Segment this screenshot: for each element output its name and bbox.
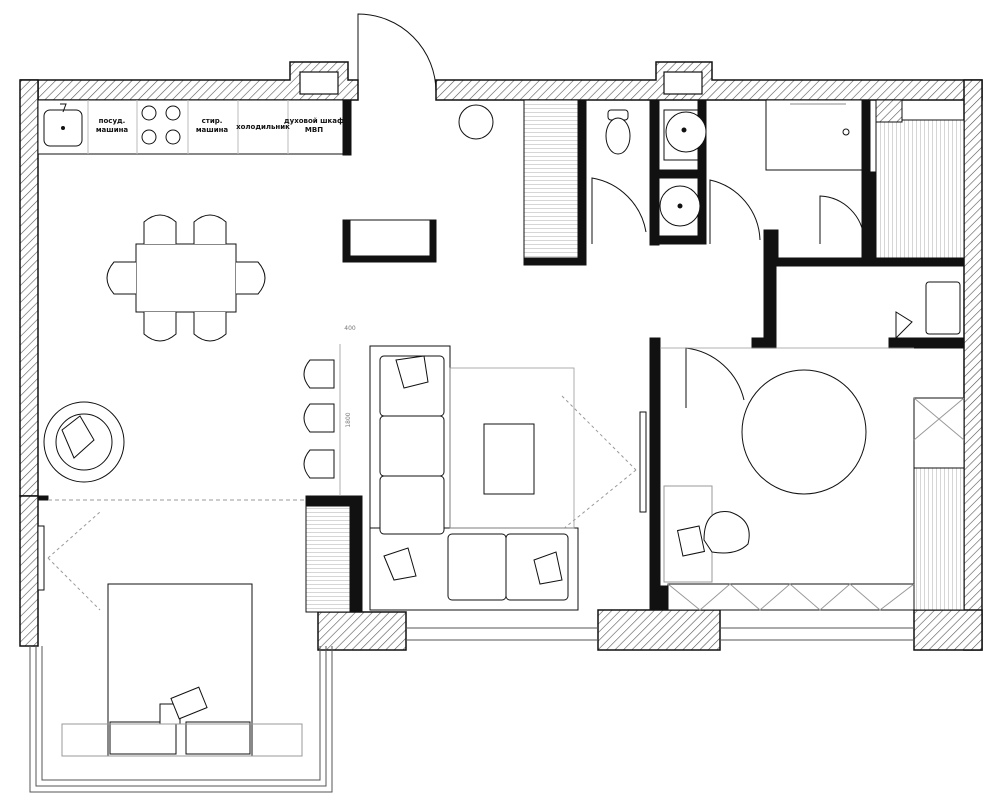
corner-sofa <box>369 345 579 611</box>
tv-left <box>37 525 45 591</box>
label-oven-1: духовой шкаф <box>284 117 344 125</box>
heater-tiles <box>875 99 903 123</box>
label-washer-2: машина <box>196 126 229 134</box>
cushion-icon <box>383 547 417 581</box>
window-lines <box>406 627 914 641</box>
bathroom-fixtures <box>605 99 863 227</box>
label-washer-1: стир. <box>202 117 223 125</box>
closet-slats <box>305 505 351 613</box>
cooktop-icon <box>141 105 181 145</box>
tv-panel <box>639 411 647 513</box>
cushion-icon <box>533 551 563 585</box>
window-shelf <box>667 583 915 611</box>
laundry-sink <box>925 281 961 335</box>
coffee-table <box>483 423 535 495</box>
wall-top-right <box>435 61 983 101</box>
wall-bottom-mid <box>597 609 721 651</box>
wall-left-lower <box>19 495 39 647</box>
kitchen: посуд. машина стир. машина холодильник д… <box>37 99 344 155</box>
pillow <box>185 721 251 755</box>
balcony-rail <box>29 646 333 793</box>
cushion-icon <box>395 355 429 389</box>
wall-right <box>963 79 983 651</box>
wall-bottom-right <box>913 609 983 651</box>
kitchen-counter <box>37 99 344 155</box>
wardrobe-slats <box>523 99 579 259</box>
pillow <box>109 721 177 755</box>
cushion-icon <box>170 686 208 720</box>
label-dishwasher-1: посуд. <box>99 117 126 125</box>
nightstand-shelf <box>61 723 303 757</box>
office-chair <box>676 511 750 557</box>
armchair <box>43 401 125 483</box>
label-dishwasher-2: машина <box>96 126 129 134</box>
sauna-slats <box>875 119 965 259</box>
dining-table <box>135 243 237 313</box>
label-oven-2: МВП <box>305 126 323 134</box>
outer-walls <box>19 61 983 651</box>
label-fridge: холодильник <box>236 123 290 131</box>
round-fixture <box>458 104 494 140</box>
dining-set <box>106 214 266 342</box>
dim-width: 400 <box>344 325 356 332</box>
entrance-door <box>357 13 437 100</box>
dim-height: 1800 <box>345 412 352 427</box>
bar-stools <box>303 359 335 479</box>
vent-shafts <box>299 71 703 95</box>
round-rug <box>741 369 867 495</box>
rug <box>449 367 575 529</box>
wall-left <box>19 79 39 497</box>
wall-bottom-left <box>317 611 407 651</box>
doors <box>357 13 913 408</box>
